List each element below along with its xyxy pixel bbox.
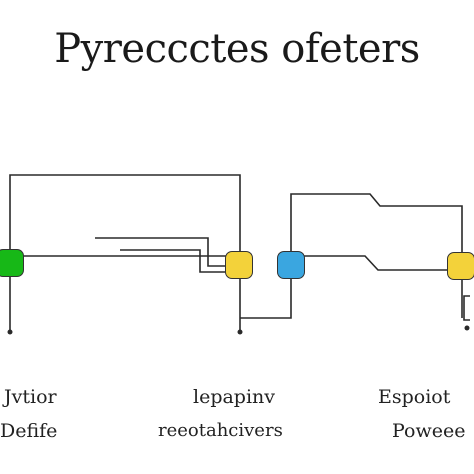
label-middle-line1: lepapinv <box>193 386 276 408</box>
wire-bracket-lower <box>120 249 228 273</box>
label-middle-line2: reeotahcivers <box>158 420 283 441</box>
label-left-line1: Jvtior <box>4 386 57 408</box>
diagram-title: Pyreccctes ofeters <box>54 26 420 72</box>
node-green <box>0 249 24 277</box>
wire-top-loop <box>9 174 241 255</box>
terminal-middle <box>237 329 243 335</box>
terminal-right <box>464 325 470 331</box>
wire-blue-right <box>304 255 448 271</box>
node-yellow-right <box>447 252 474 280</box>
wire-middle-blue <box>240 276 292 319</box>
node-yellow <box>225 251 253 279</box>
wire-right-stub <box>463 295 470 321</box>
terminal-left <box>7 329 13 335</box>
label-right-line1: Espoiot <box>378 386 451 408</box>
label-left-line2: Defife <box>0 420 58 442</box>
wire-bracket-upper <box>95 237 228 267</box>
label-right-line2: Poweee <box>392 420 466 442</box>
node-blue <box>277 251 305 279</box>
wire-blue-top <box>290 193 463 252</box>
